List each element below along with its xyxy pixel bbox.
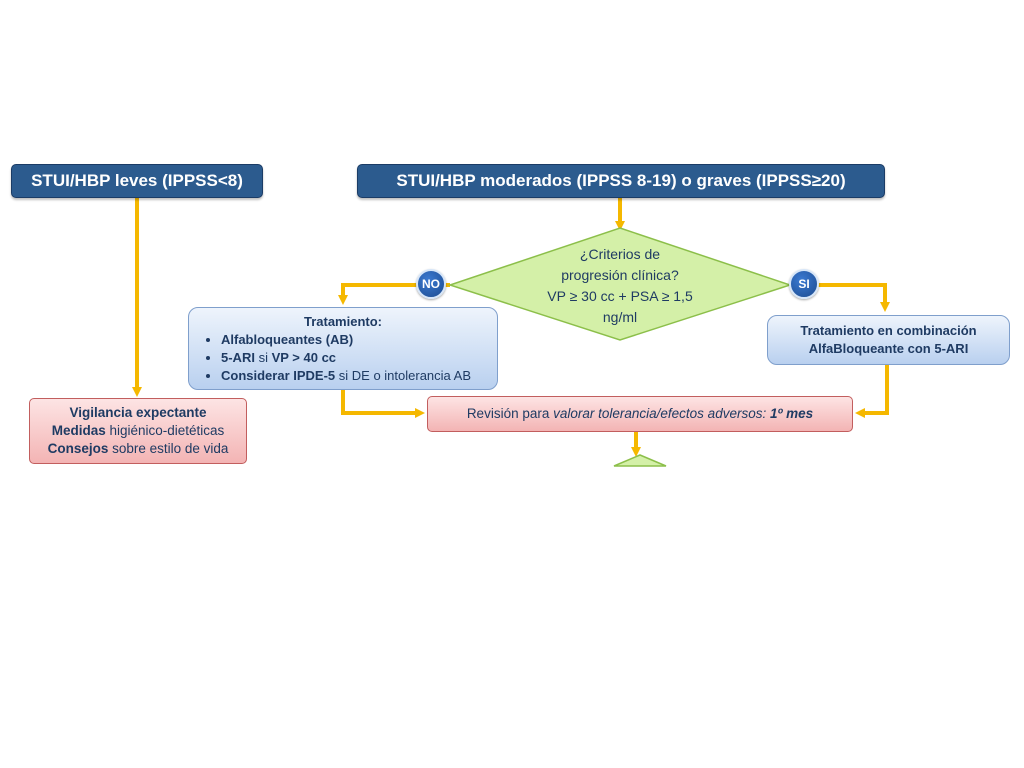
arrow-si-branch	[790, 283, 890, 312]
watchful-line-2: Medidas higiénico-dietéticas	[52, 422, 225, 440]
decision-diamond	[447, 227, 793, 341]
treatment-list: Alfabloqueantes (AB) 5-ARI si VP > 40 cc…	[195, 331, 491, 385]
decision-line-2: progresión clínica?	[561, 267, 679, 283]
treatment-title: Tratamiento:	[303, 314, 382, 329]
yes-badge: SI	[789, 269, 819, 299]
combination-therapy-box: Tratamiento en combinación AlfaBloqueant…	[767, 315, 1010, 365]
watchful-line-3: Consejos sobre estilo de vida	[48, 440, 229, 458]
yes-label: SI	[798, 277, 810, 291]
decision-line-4: ng/ml	[602, 309, 638, 325]
watchful-line-1: Vigilancia expectante	[69, 404, 206, 422]
next-decision-diamond-partial	[613, 454, 667, 467]
treatment-item-5ari: 5-ARI si VP > 40 cc	[221, 349, 491, 367]
review-italic: valorar tolerancia/efectos adversos:	[553, 406, 770, 421]
header-mild-label: STUI/HBP leves (IPPSS<8)	[31, 171, 243, 190]
no-label: NO	[422, 277, 440, 291]
treatment-item-ipde5: Considerar IPDE-5 si DE o intolerancia A…	[221, 367, 491, 385]
watchful-measures-text: higiénico-dietéticas	[105, 423, 225, 438]
arrow-combination-to-review	[855, 365, 889, 418]
treatment-item-2-bold: 5-ARI	[221, 350, 255, 365]
review-prefix: Revisión para	[466, 406, 554, 421]
treatment-item-2-bold2: VP > 40 cc	[271, 350, 337, 365]
combination-line-2: AlfaBloqueante con 5-ARI	[808, 341, 969, 356]
decision-text: ¿Criterios de progresión clínica? VP ≥ 3…	[490, 244, 750, 328]
decision-line-1: ¿Criterios de	[579, 246, 661, 262]
header-moderate-severe-symptoms: STUI/HBP moderados (IPPSS 8-19) o graves…	[357, 164, 885, 198]
treatment-item-3-bold: Considerar IPDE-5	[221, 368, 336, 383]
combination-line-1: Tratamiento en combinación	[800, 323, 977, 338]
treatment-item-alphablockers: Alfabloqueantes (AB)	[221, 331, 491, 349]
arrow-treatment-to-review	[341, 390, 425, 418]
treatment-box: Tratamiento: Alfabloqueantes (AB) 5-ARI …	[188, 307, 498, 390]
treatment-item-2-normal: si	[254, 350, 272, 365]
decision-line-3: VP ≥ 30 cc + PSA ≥ 1,5	[547, 288, 693, 304]
watchful-title: Vigilancia expectante	[69, 405, 207, 420]
review-box: Revisión para valorar tolerancia/efectos…	[427, 396, 853, 432]
watchful-advice-text: sobre estilo de vida	[108, 441, 229, 456]
treatment-item-3-normal: si DE o intolerancia AB	[335, 368, 472, 383]
review-first-month: 1º mes	[769, 406, 814, 421]
treatment-item-1-bold: Alfabloqueantes (AB)	[221, 332, 354, 347]
review-text: Revisión para valorar tolerancia/efectos…	[467, 405, 813, 423]
watchful-waiting-box: Vigilancia expectante Medidas higiénico-…	[29, 398, 247, 464]
watchful-advice-bold: Consejos	[47, 441, 109, 456]
arrow-no-branch	[338, 283, 450, 305]
no-badge: NO	[416, 269, 446, 299]
watchful-measures-bold: Medidas	[51, 423, 106, 438]
header-moderate-label: STUI/HBP moderados (IPPSS 8-19) o graves…	[396, 171, 846, 190]
header-mild-symptoms: STUI/HBP leves (IPPSS<8)	[11, 164, 263, 198]
